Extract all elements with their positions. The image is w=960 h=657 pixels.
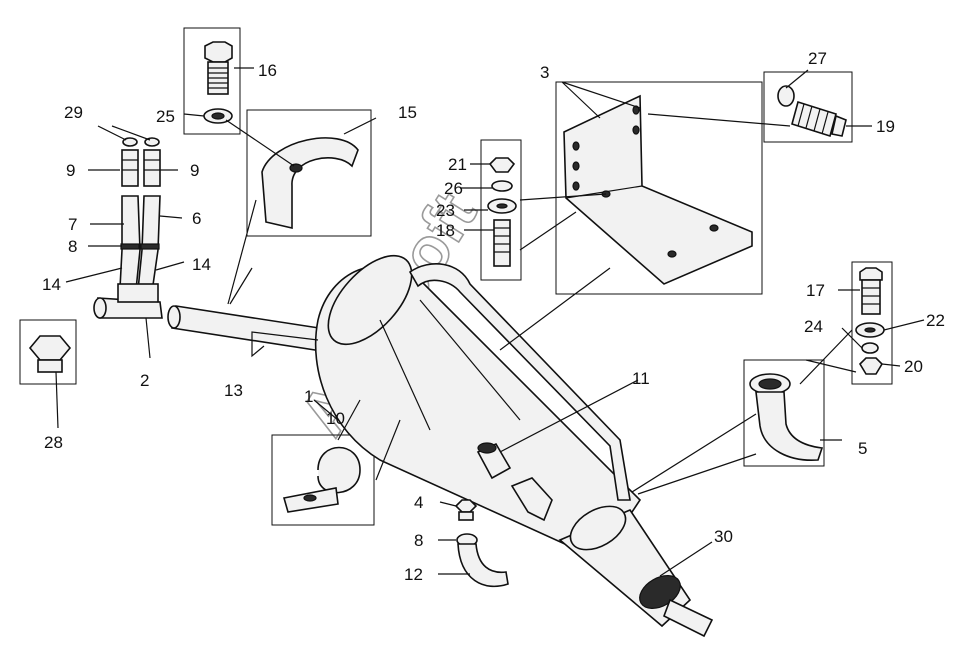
callout-29: 29 [64,103,83,122]
callout-19: 19 [876,117,895,136]
callout-20: 20 [904,357,923,376]
return-pipe [408,263,631,501]
callout-28: 28 [44,433,63,452]
callout-5: 5 [858,439,867,458]
pump-30 [558,505,714,638]
callout-18: 18 [436,221,455,240]
clip-10 [282,446,361,513]
callout-8-top: 8 [68,237,77,256]
filter-element-19 [777,85,847,138]
bracket-3 [563,94,753,285]
callout-labels: 16 25 15 29 9 9 7 6 8 14 14 2 28 13 1 10… [42,49,945,584]
callout-9-right: 9 [190,161,199,180]
inset-box-clip-10 [271,434,375,526]
inset-box-elbow-5 [743,359,825,467]
hose-12 [456,533,509,588]
inset-box-bracket-3 [555,81,763,295]
bolt-16 [204,41,233,95]
callout-17: 17 [806,281,825,300]
plug-28 [28,335,72,373]
coupling-11 [476,442,512,480]
inset-box-bolt-17 [851,261,893,385]
tank-outlet-elbow [510,477,553,522]
inset-box-plug-28 [19,319,77,385]
callout-25: 25 [156,107,175,126]
callout-9-left: 9 [66,161,75,180]
callout-10: 10 [326,409,345,428]
hose-assembly-left [119,137,161,293]
callout-7: 7 [68,215,77,234]
bolt-stack-18 [487,157,517,267]
callout-8-bottom: 8 [414,531,423,550]
callout-23: 23 [436,201,455,220]
callout-11: 11 [632,369,650,388]
callout-14-left: 14 [42,275,61,294]
callout-4: 4 [414,493,423,512]
callout-27: 27 [808,49,827,68]
inset-box-clamp-15 [246,109,372,237]
callout-2: 2 [140,371,149,390]
elbow-5 [749,373,824,461]
inset-box-bolt-16 [183,27,241,135]
callout-13: 13 [224,381,243,400]
plug-4 [454,499,478,521]
callout-21: 21 [448,155,467,174]
callout-26: 26 [444,179,463,198]
inset-box-filter-19 [763,71,853,143]
callout-24: 24 [804,317,823,336]
callout-14-right: 14 [192,255,211,274]
callout-22: 22 [926,311,945,330]
filter-housing-1 [314,254,642,562]
leader-lines [55,67,925,577]
callout-1: 1 [304,387,313,406]
callout-15: 15 [398,103,417,122]
bolt-stack-17 [855,267,885,375]
callout-30: 30 [714,527,733,546]
washer-25 [203,108,233,124]
clamp-15 [261,137,359,230]
callout-16: 16 [258,61,277,80]
callout-12: 12 [404,565,423,584]
callout-3: 3 [540,63,549,82]
callout-6: 6 [192,209,201,228]
tee-fitting-2 [93,283,163,319]
